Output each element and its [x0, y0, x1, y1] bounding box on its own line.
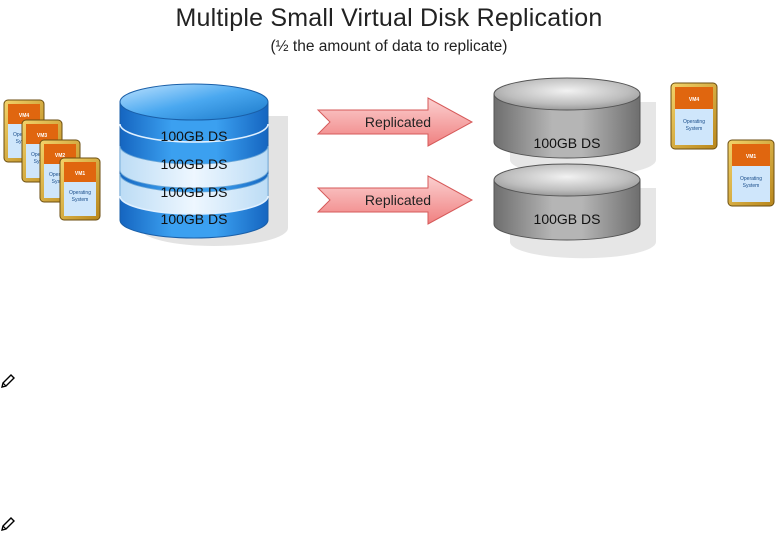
target-disk-label: 100GB DS	[534, 135, 601, 151]
replication-arrow	[316, 97, 474, 147]
svg-text:VM1: VM1	[746, 154, 757, 160]
svg-text:Operating: Operating	[683, 119, 705, 125]
source-disk	[119, 83, 269, 239]
source-layer-label: 100GB DS	[161, 184, 228, 200]
diagram-title: Multiple Small Virtual Disk Replication	[175, 4, 603, 32]
svg-text:System: System	[743, 183, 760, 189]
vm-icon: VM4 Operating System	[670, 82, 718, 150]
svg-text:Operating: Operating	[69, 190, 91, 196]
source-layer-label: 100GB DS	[161, 211, 228, 227]
svg-text:VM4: VM4	[19, 113, 30, 119]
diagram-subtitle: (½ the amount of data to replicate)	[270, 38, 508, 55]
note-pencil-icon	[1, 517, 15, 531]
target-disk	[493, 163, 656, 259]
svg-text:System: System	[686, 126, 703, 132]
svg-text:VM3: VM3	[37, 133, 48, 139]
replication-diagram: 100GB DS 100GB DS 100GB DS 100GB DS Repl…	[3, 77, 775, 259]
svg-text:System: System	[72, 197, 89, 203]
note-pencil-icon	[1, 374, 15, 388]
vm-icon: VM1 Operating System	[727, 139, 775, 207]
svg-text:VM2: VM2	[55, 153, 66, 159]
source-layer-label: 100GB DS	[161, 156, 228, 172]
vm-icon: VM1 Operating System	[59, 157, 101, 221]
svg-text:Operating: Operating	[740, 176, 762, 182]
arrow-label: Replicated	[365, 192, 431, 208]
target-disk	[493, 77, 656, 177]
arrow-label: Replicated	[365, 114, 431, 130]
source-layer-label: 100GB DS	[161, 128, 228, 144]
svg-text:VM1: VM1	[75, 171, 86, 177]
replication-arrow	[316, 175, 474, 225]
svg-text:VM4: VM4	[689, 97, 700, 103]
target-disk-label: 100GB DS	[534, 211, 601, 227]
